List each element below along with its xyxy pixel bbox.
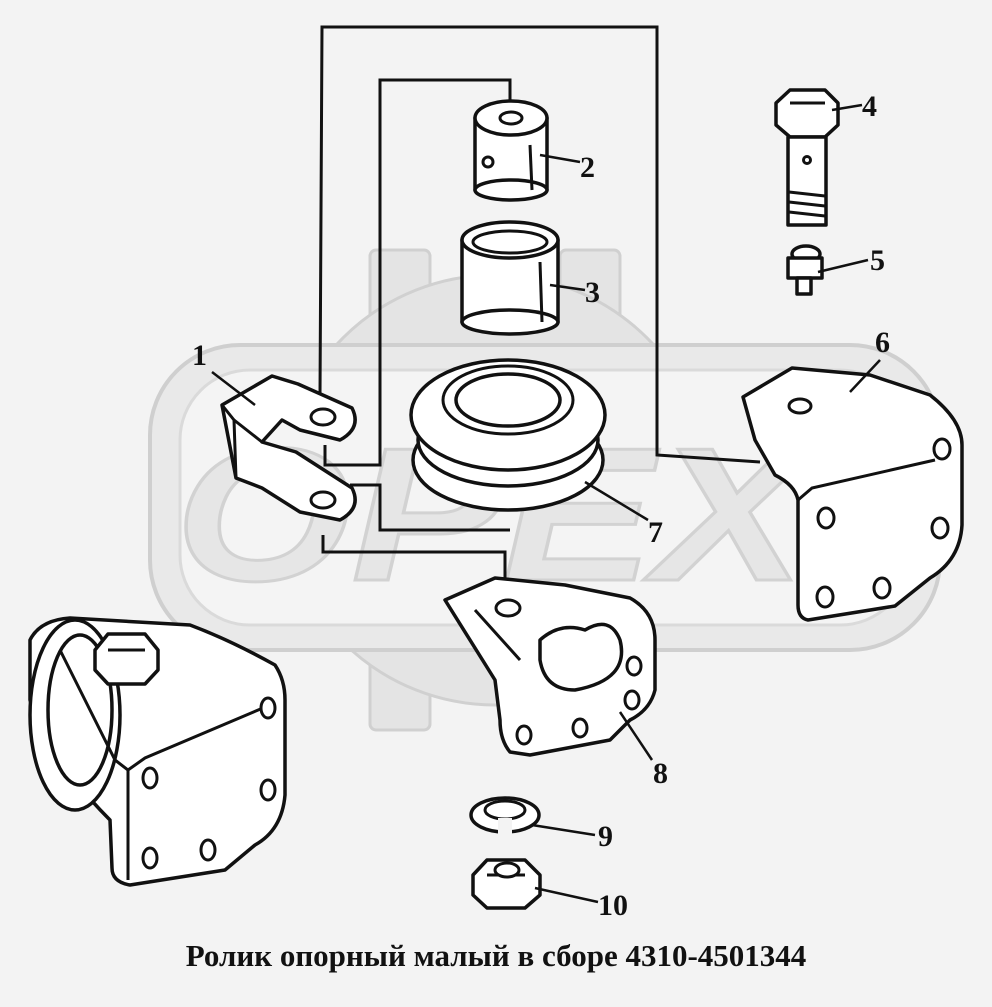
assembled-view: [28, 616, 287, 887]
callout-7: 7: [648, 516, 663, 549]
callout-2: 2: [580, 151, 595, 184]
part-1-fork-bracket: [220, 374, 357, 522]
callout-4: 4: [862, 90, 877, 123]
part-5-fitting: [786, 244, 824, 296]
callout-1: 1: [192, 339, 207, 372]
part-3-bushing: [460, 220, 560, 336]
part-2-axle: [473, 99, 549, 202]
callout-9: 9: [598, 820, 613, 853]
diagram-caption: Ролик опорный малый в сборе 4310-4501344: [185, 938, 807, 973]
part-9-washer: [469, 796, 541, 834]
callout-8: 8: [653, 757, 668, 790]
callout-10: 10: [598, 889, 628, 922]
callout-leaders: [211, 103, 881, 904]
callout-5: 5: [870, 244, 885, 277]
assembly-lines: [318, 25, 761, 600]
callout-3: 3: [585, 276, 600, 309]
part-6-bracket: [741, 366, 964, 622]
callout-6: 6: [875, 326, 890, 359]
part-8-plate: [443, 576, 657, 757]
part-4-bolt: [774, 88, 840, 227]
callout-numbers: 1 2 3 4 5 6 7 8 9 10: [192, 90, 890, 922]
part-7-roller: [409, 358, 607, 512]
part-10-nut: [471, 858, 542, 910]
